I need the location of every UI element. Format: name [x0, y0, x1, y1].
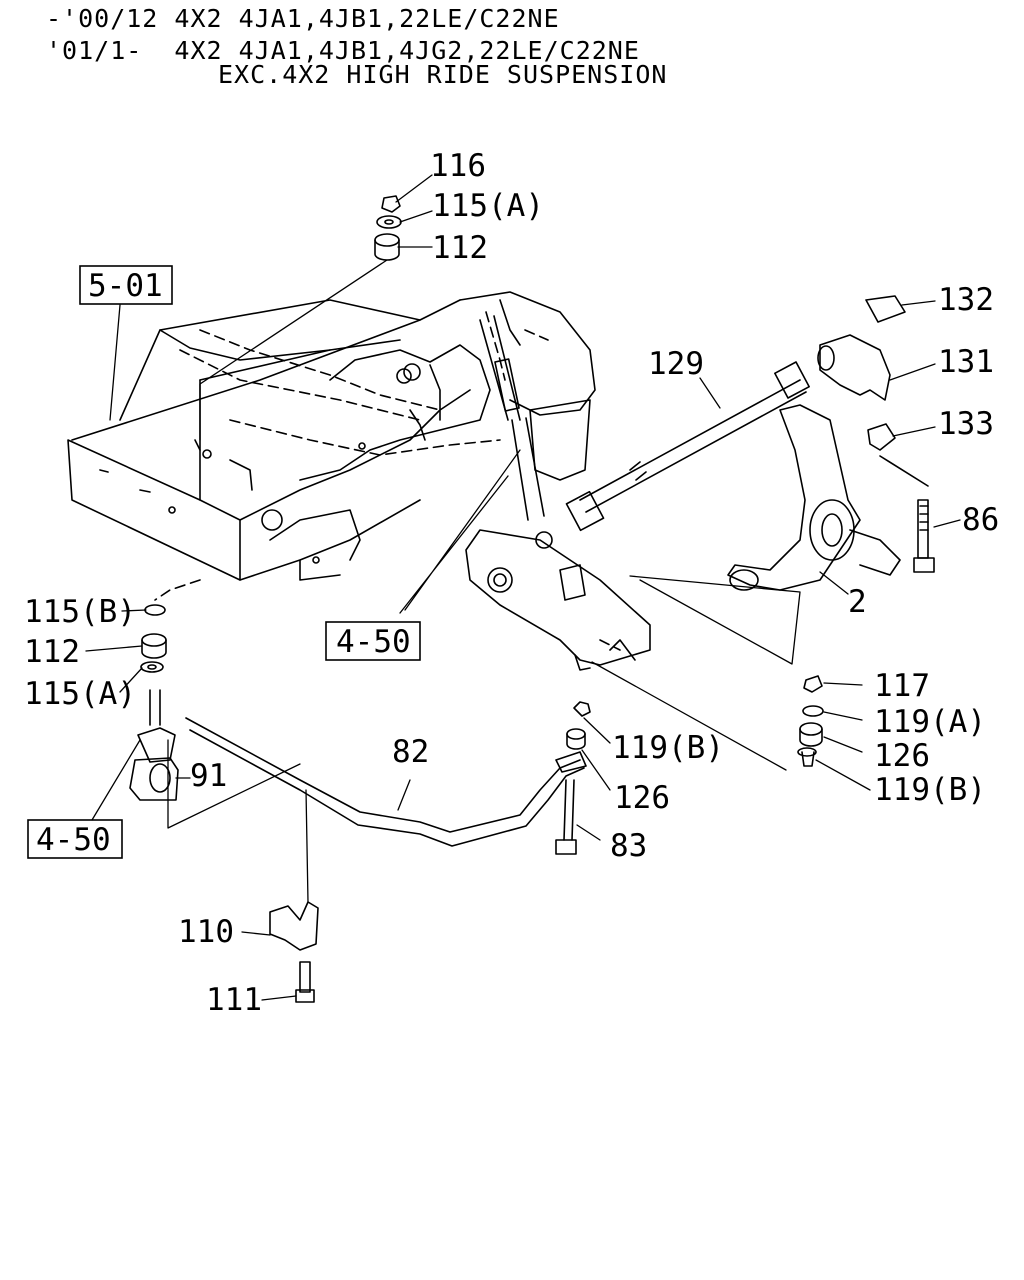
header-line-3: EXC.4X2 HIGH RIDE SUSPENSION	[218, 60, 668, 89]
hardware-left-stack	[129, 604, 179, 801]
ref-label-4-50-left: 4-50	[36, 822, 111, 858]
ref-label-4-50-center: 4-50	[336, 624, 411, 660]
torsion-bar-drawing	[565, 361, 810, 532]
hidden-lines	[154, 311, 621, 651]
callout-131: 131	[938, 344, 994, 380]
ref-box-5-01[interactable]: 5-01	[79, 265, 173, 305]
hardware-right-stack	[566, 675, 824, 767]
callout-111: 111	[206, 982, 262, 1018]
callout-112-left: 112	[24, 634, 80, 670]
callout-117: 117	[874, 668, 930, 704]
hardware-upper	[374, 195, 402, 261]
callout-119b-mid: 119(B)	[612, 730, 724, 766]
callout-132: 132	[938, 282, 994, 318]
ref-box-4-50-left[interactable]: 4-50	[27, 819, 123, 859]
callout-86: 86	[962, 502, 999, 538]
ref-label-5-01: 5-01	[88, 268, 163, 304]
callout-133: 133	[938, 406, 994, 442]
callout-labels: 116 115(A) 112 132 129 131 133 86 2 115(…	[24, 148, 999, 1018]
callout-83: 83	[610, 828, 647, 864]
callout-119b-right: 119(B)	[874, 772, 986, 808]
stabilizer-bar-drawing	[185, 717, 587, 847]
callout-115a-left: 115(A)	[24, 676, 136, 712]
bracket-drawing	[269, 901, 319, 1003]
callout-91: 91	[190, 758, 227, 794]
callout-112-top: 112	[432, 230, 488, 266]
callout-115b: 115(B)	[24, 594, 136, 630]
callout-126-mid: 126	[614, 780, 670, 816]
callout-119a: 119(A)	[874, 704, 986, 740]
header-line-1: -'00/12 4X2 4JA1,4JB1,22LE/C22NE	[46, 4, 560, 33]
shock-absorber-drawing	[479, 315, 591, 549]
ref-box-4-50-center[interactable]: 4-50	[325, 621, 421, 661]
callout-126-right: 126	[874, 738, 930, 774]
lower-control-arm-drawing	[465, 529, 651, 671]
upper-arm-drawing	[817, 295, 935, 573]
callout-129: 129	[648, 346, 704, 382]
callout-115a-top: 115(A)	[432, 188, 544, 224]
callout-2: 2	[848, 584, 867, 620]
leader-lines	[85, 174, 961, 1001]
callout-82: 82	[392, 734, 429, 770]
knuckle-drawing	[727, 404, 901, 591]
callout-110: 110	[178, 914, 234, 950]
link-bolt-drawing	[555, 779, 577, 855]
header-line-2: '01/1- 4X2 4JA1,4JB1,4JG2,22LE/C22NE	[46, 36, 640, 65]
callout-116: 116	[430, 148, 486, 184]
